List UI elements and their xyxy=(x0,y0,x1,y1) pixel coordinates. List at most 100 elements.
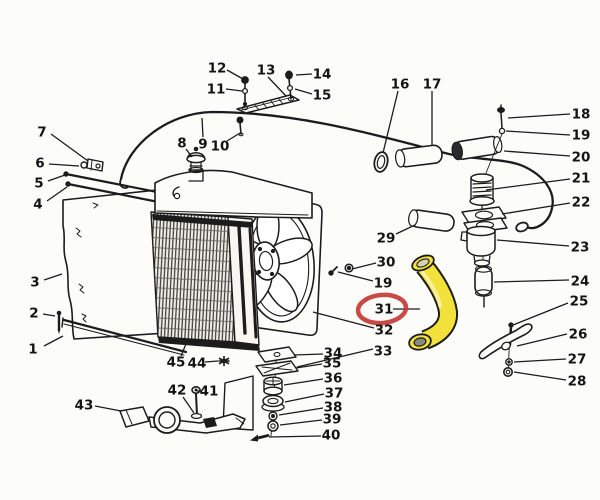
part-callout-40: 40 xyxy=(322,428,341,444)
part-callout-18: 18 xyxy=(572,107,591,123)
bracket-ring xyxy=(153,406,181,434)
thermostat-gasket xyxy=(461,206,508,234)
leader-line-37 xyxy=(284,393,325,403)
part-callout-39: 39 xyxy=(323,412,342,428)
radiator-top-tank xyxy=(154,169,313,219)
radiator-core xyxy=(150,211,236,343)
part-callout-9: 9 xyxy=(198,137,207,153)
part-callout-28: 28 xyxy=(568,374,587,390)
outlet-pipe-hose xyxy=(451,135,503,161)
drain-tap xyxy=(80,158,104,172)
leader-line-40 xyxy=(268,435,322,438)
part-callout-37: 37 xyxy=(325,386,344,402)
part-callout-12: 12 xyxy=(208,61,227,77)
leader-line-5 xyxy=(47,174,66,182)
grommet xyxy=(344,263,354,273)
leader-line-7 xyxy=(50,133,89,162)
leader-line-44 xyxy=(204,360,219,363)
part-callout-43: 43 xyxy=(75,398,94,414)
support-bracket xyxy=(478,322,533,377)
part-callout-14: 14 xyxy=(313,67,332,83)
leader-line-2 xyxy=(42,313,56,317)
leader-line-6 xyxy=(48,163,80,167)
leader-line-1 xyxy=(43,335,64,347)
star-clip xyxy=(218,355,230,367)
part-callout-27: 27 xyxy=(568,352,587,368)
leader-line-25 xyxy=(512,302,569,326)
leader-line-38 xyxy=(278,407,324,416)
bracket-screw-washer xyxy=(190,412,203,420)
leader-line-22 xyxy=(501,202,571,215)
part-callout-32: 32 xyxy=(375,323,394,339)
leader-line-42 xyxy=(182,396,195,414)
lower-mount-bracket xyxy=(119,385,246,434)
bracket-nut xyxy=(502,366,513,377)
mount-plate-stack xyxy=(222,346,299,442)
thermostat-housing xyxy=(460,225,496,267)
upper-hose xyxy=(394,144,443,168)
part-callout-34: 34 xyxy=(324,346,343,362)
leader-line-19 xyxy=(337,271,374,282)
leader-line-32 xyxy=(312,311,375,329)
part-callout-22: 22 xyxy=(572,195,591,211)
leader-line-19 xyxy=(505,130,571,136)
cotter-pin xyxy=(250,434,270,442)
leader-line-3 xyxy=(43,273,63,281)
part-callout-19: 19 xyxy=(374,276,393,292)
part-callout-36: 36 xyxy=(324,371,343,387)
leader-line-10 xyxy=(226,132,241,142)
strap-bolt-right xyxy=(285,70,294,100)
leader-line-14 xyxy=(295,73,313,76)
leader-line-43 xyxy=(94,405,122,412)
mounting-strap xyxy=(236,94,300,114)
leader-line-36 xyxy=(283,378,324,386)
leader-line-35 xyxy=(295,363,323,369)
part-callout-21: 21 xyxy=(572,171,591,187)
part-callout-17: 17 xyxy=(423,77,442,93)
part-callout-25: 25 xyxy=(570,294,589,310)
leader-line-13 xyxy=(267,76,287,97)
leader-line-24 xyxy=(493,279,570,283)
part-callout-20: 20 xyxy=(572,150,591,166)
housing-screw xyxy=(485,104,506,174)
highlight-ellipse xyxy=(355,292,409,326)
part-callout-41: 41 xyxy=(200,384,219,400)
part-callout-7: 7 xyxy=(37,125,46,141)
part-callout-6: 6 xyxy=(35,156,44,172)
thermostat-capsule xyxy=(474,265,493,308)
part-callout-33: 33 xyxy=(374,344,393,360)
leader-line-9 xyxy=(201,117,204,138)
leader-line-4 xyxy=(46,186,68,202)
leader-line-8 xyxy=(185,148,193,158)
stack-nut xyxy=(267,420,279,432)
shroud-bolt xyxy=(328,266,338,276)
part-callout-26: 26 xyxy=(569,327,588,343)
strap-bolt-lower xyxy=(236,116,244,137)
part-callout-5: 5 xyxy=(34,176,43,192)
strap-bolt-left xyxy=(241,76,249,107)
leader-line-29 xyxy=(395,224,416,235)
part-callout-23: 23 xyxy=(571,240,590,256)
leader-line-20 xyxy=(503,150,571,157)
side-bar xyxy=(61,317,188,356)
part-callout-3: 3 xyxy=(30,275,39,291)
part-callout-19: 19 xyxy=(572,128,591,144)
part-callout-31-highlighted: 31 xyxy=(375,302,394,318)
cup-washer xyxy=(261,394,285,412)
part-callout-35: 35 xyxy=(323,356,342,372)
leader-line-28 xyxy=(513,371,567,381)
leader-line-15 xyxy=(294,88,313,95)
leader-line-34 xyxy=(293,353,324,356)
leader-line-11 xyxy=(225,88,243,92)
leader-line-12 xyxy=(226,69,244,80)
radiator xyxy=(150,166,313,351)
water-outlet-elbow xyxy=(408,209,455,232)
hose-clamp xyxy=(373,151,389,173)
blind-control-cable xyxy=(119,110,554,233)
highlighted-hose xyxy=(408,254,459,351)
part-callout-10: 10 xyxy=(211,139,230,155)
leader-line-30 xyxy=(351,262,377,270)
leader-line-39 xyxy=(279,419,323,426)
part-callout-15: 15 xyxy=(313,88,332,104)
